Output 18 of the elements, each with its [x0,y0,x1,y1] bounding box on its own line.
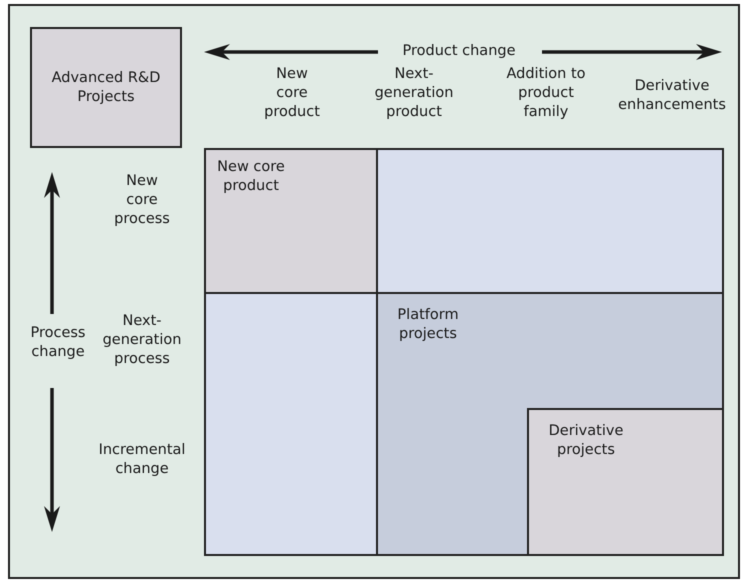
project-box [30,27,182,148]
matrix-cell [527,408,724,556]
matrix-cell [204,148,378,294]
matrix-cell [376,292,724,556]
axis-label: Addition to product family [505,65,587,122]
axis-label: New core process [113,172,171,229]
cell-text: Derivative projects [548,422,624,460]
matrix-cell [204,292,378,556]
cell-text: New core product [216,158,286,196]
matrix-cell [376,148,724,294]
cell-text: Platform projects [396,306,460,344]
axis-label: Derivative enhancements [617,77,727,115]
axis-label: New core product [263,65,321,122]
axis-label: Next-generation process [102,312,182,369]
axis-label: Incremental change [98,441,186,479]
axis-label: Process change [29,324,86,362]
cell-text: Advanced R&D Projects [50,68,162,106]
axis-label: Next-generation product [374,65,454,122]
